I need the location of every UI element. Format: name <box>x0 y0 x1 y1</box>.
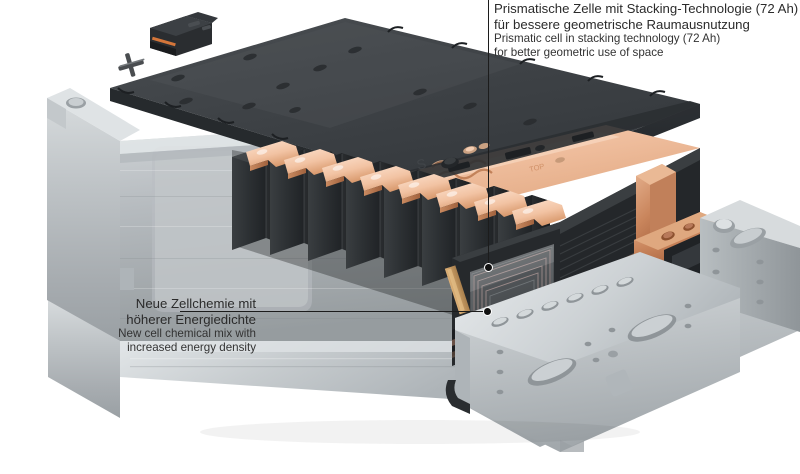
connector-block <box>150 12 218 56</box>
callout-prismatic-cell-de-line2: für bessere geometrische Raumausnutzung <box>494 16 750 32</box>
callout-prismatic-cell: Prismatische Zelle mit Stacking-Technolo… <box>494 1 798 61</box>
callout-cell-chemistry: Neue Zellchemie mit höherer Energiedicht… <box>118 296 256 356</box>
leader-endpoint-cell-chemistry <box>482 306 492 316</box>
callout-cell-chemistry-en-line1: New cell chemical mix with <box>118 327 256 341</box>
base-bracket-left <box>445 330 470 414</box>
svg-text:S: S <box>415 155 428 173</box>
base-frame-front <box>455 252 740 452</box>
leader-line-prismatic-cell <box>488 0 489 267</box>
leader-endpoint-prismatic-cell <box>483 262 493 272</box>
cell-tabs <box>246 141 566 230</box>
callout-cell-chemistry-en-line2: increased energy density <box>127 341 256 355</box>
svg-text:TOP: TOP <box>528 162 545 174</box>
callout-prismatic-cell-en-line1: Prismatic cell in stacking technology (7… <box>494 32 721 46</box>
callout-cell-chemistry-de-line2: höherer Energiedichte <box>126 311 256 327</box>
callout-prismatic-cell-de-line1: Prismatische Zelle mit Stacking-Technolo… <box>494 1 799 16</box>
positive-terminal-marking <box>118 53 145 77</box>
leader-line-cell-chemistry <box>180 311 487 312</box>
callout-prismatic-cell-en-line2: for better geometric use of space <box>494 46 664 60</box>
callout-cell-chemistry-de-line1: Neue Zellchemie mit <box>135 296 256 311</box>
